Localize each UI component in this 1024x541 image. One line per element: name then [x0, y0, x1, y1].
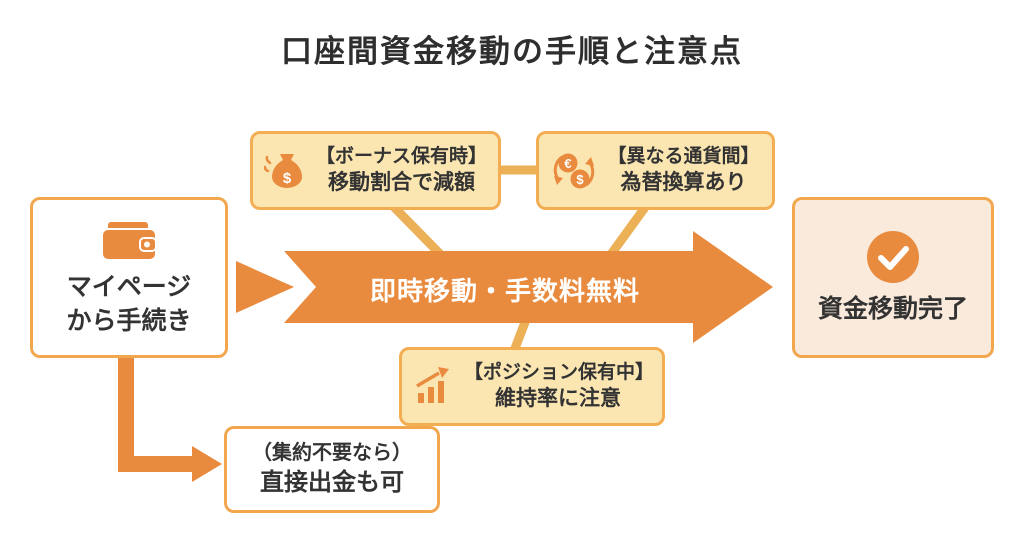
start-box: マイページ から手続き — [30, 197, 228, 358]
note-position-text: 【ポジション保有中】 維持率に注意 — [464, 361, 655, 411]
check-circle-icon — [864, 228, 922, 286]
svg-text:$: $ — [283, 170, 292, 187]
withdraw-box: （集約不要なら） 直接出金も可 — [224, 426, 440, 513]
svg-text:€: € — [565, 156, 572, 171]
start-box-label: マイページ から手続き — [66, 273, 192, 335]
start-chevron-arrow — [236, 261, 294, 313]
page-title: 口座間資金移動の手順と注意点 — [281, 34, 743, 69]
main-arrow-label: 即時移動・手数料無料 — [369, 276, 640, 306]
end-box-label: 資金移動完了 — [817, 295, 968, 324]
svg-text:$: $ — [577, 172, 585, 187]
note-position-box: 【ポジション保有中】 維持率に注意 — [399, 347, 665, 426]
l-arrow-to-withdraw — [118, 352, 222, 482]
note-bonus-text: 【ボーナス保有時】 移動割合で減額 — [315, 145, 487, 195]
main-flow-arrow — [284, 231, 773, 343]
note-currency-box: € $ 【異なる通貨間】 為替換算あり — [536, 131, 775, 210]
connector-bonus-to-arrow — [389, 202, 447, 261]
chart-up-icon — [412, 366, 454, 408]
withdraw-box-text: （集約不要なら） 直接出金も可 — [252, 441, 412, 496]
wallet-icon — [99, 216, 159, 264]
money-bag-icon: $ — [263, 149, 306, 193]
note-currency-text: 【異なる通貨間】 為替換算あり — [607, 145, 760, 195]
note-bonus-box: $ 【ボーナス保有時】 移動割合で減額 — [250, 131, 501, 210]
connector-currency-to-arrow — [605, 203, 650, 260]
currency-exchange-icon: € $ — [551, 149, 597, 193]
end-box: 資金移動完了 — [792, 197, 994, 358]
